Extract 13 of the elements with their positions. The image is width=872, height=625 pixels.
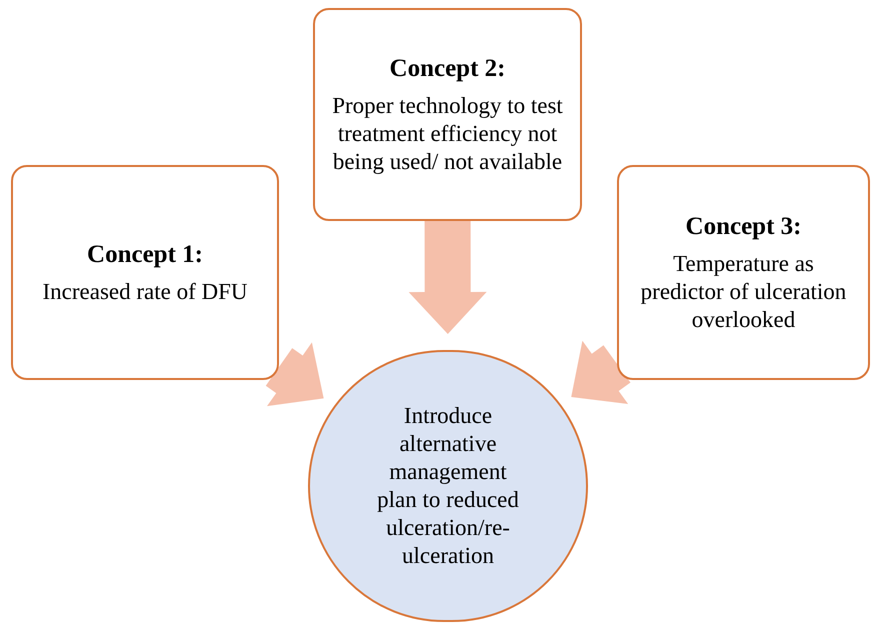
concept-text: Increased rate of DFU xyxy=(42,278,248,306)
concept-text: Temperature as predictor of ulceration overlooked xyxy=(640,250,848,334)
block-arrow xyxy=(266,342,324,406)
concept-text: Proper technology to test treatment efficiency not being used/ not available xyxy=(331,92,564,176)
block-arrow xyxy=(571,340,630,404)
concept-box xyxy=(11,165,279,380)
concept-heading: Concept 2: xyxy=(390,54,506,84)
block-arrow xyxy=(408,221,487,334)
concept-text: Introduce alternative management plan to reduced ulceration/re-ulceration xyxy=(376,402,520,570)
concept-heading: Concept 1: xyxy=(87,240,203,270)
concept-box xyxy=(313,8,582,221)
concept-box xyxy=(617,165,870,380)
concept-heading: Concept 3: xyxy=(686,212,802,242)
